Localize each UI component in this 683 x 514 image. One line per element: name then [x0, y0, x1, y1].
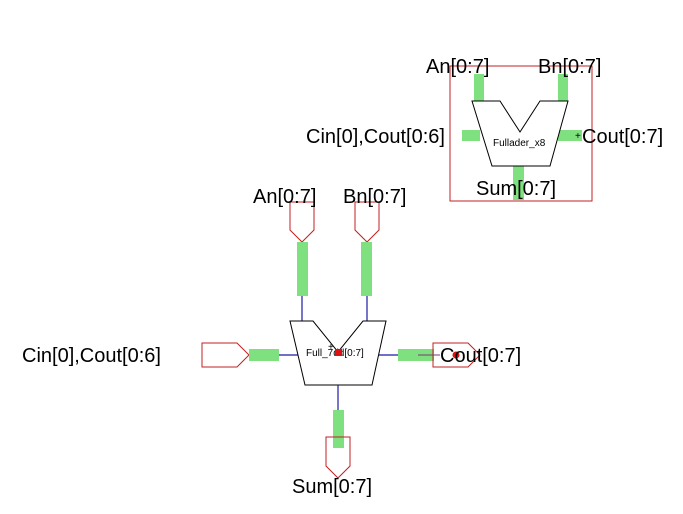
bus-bn [361, 242, 372, 296]
symbol-preview[interactable]: Fullader_x8 + An[0:7] Bn[0:7] Cin[0],Cou… [306, 56, 663, 202]
bus-cin [249, 349, 279, 361]
preview-label-an: An[0:7] [426, 56, 489, 78]
preview-label-cin: Cin[0],Cout[0:6] [306, 126, 445, 148]
bus-bn-preview [558, 74, 568, 102]
label-cout: Cout[0:7] [440, 345, 521, 367]
bus-an-preview [474, 74, 484, 104]
instance-origin-marker-icon [335, 349, 342, 356]
selected-pin-marker-icon [452, 351, 460, 359]
label-bn: Bn[0:7] [343, 186, 406, 208]
preview-label-bn: Bn[0:7] [538, 56, 601, 78]
main-schematic[interactable]: An[0:7] Bn[0:7] Cin[0],Cout[0:6] Cout[0:… [22, 186, 521, 498]
bus-sum-preview [513, 166, 524, 200]
adder-symbol-body[interactable] [471, 100, 569, 167]
adder-instance[interactable]: Full_7dd[0:7] + [289, 320, 387, 410]
bus-cin-preview [462, 130, 480, 141]
label-cin: Cin[0],Cout[0:6] [22, 345, 161, 367]
symbol-cell-name: Fullader_x8 [493, 138, 546, 149]
bus-sum [333, 410, 344, 448]
label-an: An[0:7] [253, 186, 316, 208]
preview-label-cout: Cout[0:7] [582, 126, 663, 148]
symbol-selection-box [449, 65, 593, 202]
preview-label-sum: Sum[0:7] [476, 178, 556, 200]
pin-sum[interactable]: Sum[0:7] [292, 410, 372, 498]
bus-an [297, 242, 308, 296]
bus-cout [398, 349, 434, 361]
label-sum: Sum[0:7] [292, 476, 372, 498]
pin-cout[interactable]: Cout[0:7] [376, 342, 521, 368]
bus-cout-preview [558, 130, 582, 141]
pin-cin[interactable]: Cin[0],Cout[0:6] [22, 342, 300, 368]
origin-crosshair-icon: + [328, 342, 334, 353]
cursor-crosshair-icon: + [575, 131, 581, 142]
pin-bn[interactable]: Bn[0:7] [343, 186, 406, 321]
pin-an[interactable]: An[0:7] [253, 186, 316, 321]
